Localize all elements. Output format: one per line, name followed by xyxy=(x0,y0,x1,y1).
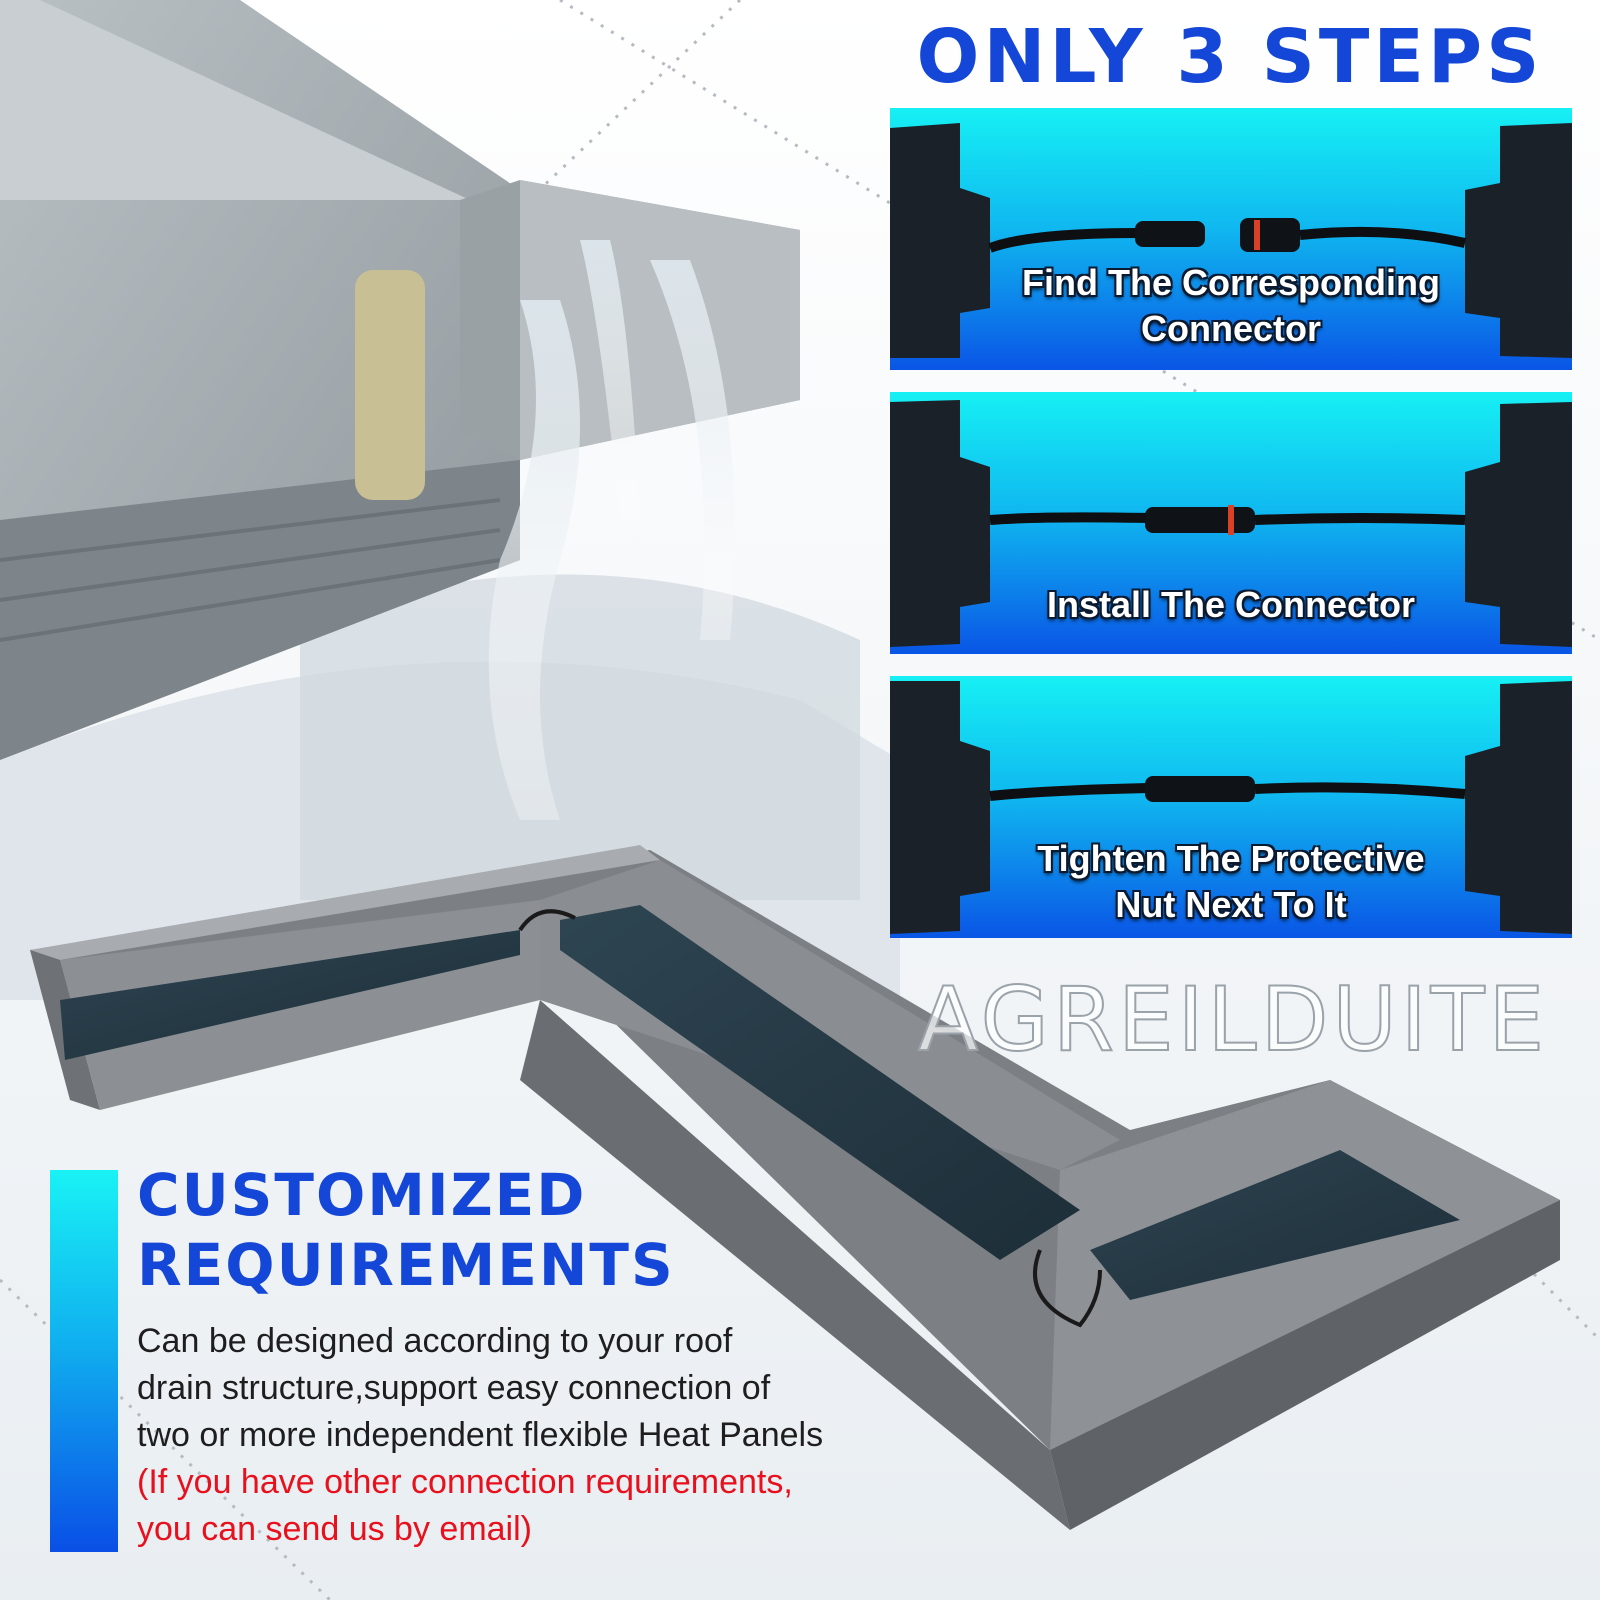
step-card-3: Tighten The Protective Nut Next To It xyxy=(890,676,1572,938)
step-1-line-1: Find The Corresponding xyxy=(1022,262,1440,303)
step-1-label: Find The Corresponding Connector xyxy=(970,260,1492,352)
step-1-line-2: Connector xyxy=(1141,308,1321,349)
step-2-line-1: Install The Connector xyxy=(1046,584,1416,625)
step-card-1: Find The Corresponding Connector xyxy=(890,108,1572,370)
steps-title: ONLY 3 STEPS xyxy=(916,14,1544,100)
step-3-label: Tighten The Protective Nut Next To It xyxy=(970,836,1492,928)
customized-description: Can be designed according to your roof d… xyxy=(137,1318,937,1459)
connector-cable-icon xyxy=(890,681,1572,934)
description-line-1: Can be designed according to your roof xyxy=(137,1322,733,1360)
accent-bar xyxy=(50,1170,118,1552)
connector-cable-icon xyxy=(890,123,1572,358)
heading-line-1: CUSTOMIZED xyxy=(137,1161,587,1229)
heading-line-2: REQUIREMENTS xyxy=(137,1231,675,1299)
step-3-line-1: Tighten The Protective xyxy=(1037,838,1425,879)
email-note: (If you have other connection requiremen… xyxy=(137,1459,937,1553)
brand-watermark: AGREILDUITE xyxy=(917,967,1549,1072)
description-line-3: two or more independent flexible Heat Pa… xyxy=(137,1416,824,1454)
step-2-label: Install The Connector xyxy=(970,582,1492,628)
step-3-line-2: Nut Next To It xyxy=(1115,884,1347,925)
description-line-2: drain structure,support easy connection … xyxy=(137,1369,771,1407)
customized-heading: CUSTOMIZED REQUIREMENTS xyxy=(137,1160,675,1300)
note-line-2: you can send us by email) xyxy=(137,1510,532,1548)
connector-cable-icon xyxy=(890,400,1572,647)
step-card-2: Install The Connector xyxy=(890,392,1572,654)
note-line-1: (If you have other connection requiremen… xyxy=(137,1463,793,1501)
